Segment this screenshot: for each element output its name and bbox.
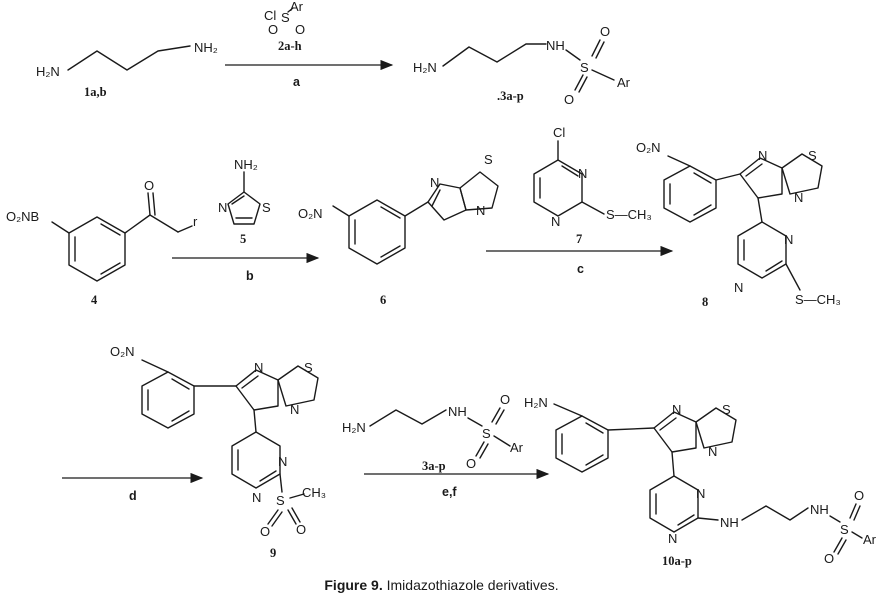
atom-label: Cl	[264, 8, 276, 23]
compound-label-2: 2a-h	[278, 39, 302, 53]
atom-label: Ar	[617, 75, 631, 90]
atom-label: H₂N	[413, 60, 437, 75]
atom-label: S	[276, 493, 285, 508]
compound-label-3: .3a-p	[497, 89, 524, 103]
atom-label: H₂N	[36, 64, 60, 79]
atom-label: H₂N	[524, 395, 548, 410]
compound-4-structure: O₂NB O r 4	[6, 178, 198, 307]
atom-label: NH	[546, 38, 565, 53]
compound-5-structure: NH₂ N S 5	[218, 157, 271, 246]
atom-label: NH₂	[234, 157, 258, 172]
reaction-arrow-b: b	[172, 252, 320, 283]
atom-label: NH	[720, 515, 739, 530]
atom-label: O	[466, 456, 476, 471]
atom-label: S	[808, 148, 817, 163]
atom-label: O	[824, 551, 834, 566]
compound-label-8: 8	[702, 295, 708, 309]
compound-8-structure: O₂N N N S N N S—CH₃ 8	[636, 140, 841, 309]
compound-label-9: 9	[270, 546, 276, 560]
atom-label: N	[278, 454, 287, 469]
atom-label: Ar	[510, 440, 524, 455]
compound-3-reagent-structure: H₂N NH S O O Ar 3a-p	[342, 392, 524, 473]
reaction-arrow-d: d	[62, 472, 204, 503]
atom-label: S	[840, 522, 849, 537]
atom-label: CH₃	[302, 485, 326, 500]
atom-label: S	[484, 152, 493, 167]
atom-label: O₂N	[110, 344, 135, 359]
atom-label: N	[551, 214, 560, 229]
atom-label: O	[268, 22, 278, 37]
figure-number: Figure 9.	[324, 577, 383, 593]
atom-label: O	[144, 178, 154, 193]
atom-label: N	[672, 402, 681, 417]
compound-10-structure: H₂N N N S N N NH NH S O O Ar 10a-p	[524, 395, 877, 568]
atom-label: Cl	[553, 125, 565, 140]
atom-label: N	[794, 190, 803, 205]
compound-label-7: 7	[576, 232, 582, 246]
atom-label: S	[482, 426, 491, 441]
reaction-arrow-c: c	[486, 245, 674, 276]
atom-label: N	[430, 175, 439, 190]
atom-label: O	[260, 524, 270, 539]
compound-label-10: 10a-p	[662, 554, 692, 568]
compound-2-structure: Cl S Ar O O 2a-h	[264, 0, 305, 53]
atom-label: S—CH₃	[606, 207, 652, 222]
figure-title: Imidazothiazole derivatives.	[386, 577, 559, 593]
atom-label: N	[252, 490, 261, 505]
atom-label: S—CH₃	[795, 292, 841, 307]
compound-label-1: 1a,b	[84, 85, 107, 99]
compound-9-structure: O₂N N N S N N S CH₃ O O 9	[110, 344, 326, 560]
atom-label: N	[578, 166, 587, 181]
step-label-a: a	[293, 75, 301, 89]
atom-label: N	[290, 402, 299, 417]
compound-1-structure: H₂N NH₂ 1a,b	[36, 40, 218, 99]
atom-label: r	[193, 214, 198, 229]
atom-label: O	[854, 488, 864, 503]
step-label-b: b	[246, 269, 254, 283]
atom-label: N	[784, 232, 793, 247]
compound-label-3-reagent: 3a-p	[422, 459, 446, 473]
atom-label: NH	[448, 404, 467, 419]
atom-label: N	[734, 280, 743, 295]
compound-6-structure: O₂N N N S 6	[298, 152, 499, 307]
reaction-arrow-a: a	[225, 59, 394, 89]
step-label-ef: e,f	[442, 485, 457, 499]
compound-label-6: 6	[380, 293, 386, 307]
compound-7-structure: Cl N N S—CH₃ 7	[533, 125, 652, 246]
atom-label: S	[722, 402, 731, 417]
atom-label: H₂N	[342, 420, 366, 435]
atom-label: NH	[810, 502, 829, 517]
atom-label: O	[600, 24, 610, 39]
reaction-arrow-ef: e,f	[364, 468, 550, 499]
atom-label: N	[254, 360, 263, 375]
atom-label: N	[696, 486, 705, 501]
atom-label: NH₂	[194, 40, 218, 55]
atom-label: N	[476, 203, 485, 218]
atom-label: O	[296, 522, 306, 537]
atom-label: N	[668, 531, 677, 546]
compound-label-4: 4	[91, 293, 98, 307]
atom-label: Ar	[863, 532, 877, 547]
compound-label-5: 5	[240, 232, 246, 246]
compound-3-structure: H₂N NH S O O Ar .3a-p	[413, 24, 631, 107]
atom-label: S	[262, 200, 271, 215]
atom-label: O₂N	[636, 140, 661, 155]
atom-label: O	[500, 392, 510, 407]
atom-label: Ar	[290, 0, 304, 14]
atom-label: N	[708, 444, 717, 459]
atom-label: O₂N	[298, 206, 323, 221]
atom-label: N	[218, 200, 227, 215]
atom-label: S	[281, 10, 290, 25]
atom-label: O₂NB	[6, 209, 39, 224]
atom-label: S	[580, 60, 589, 75]
figure-caption: Figure 9. Imidazothiazole derivatives.	[0, 577, 883, 593]
atom-label: O	[564, 92, 574, 107]
step-label-c: c	[577, 262, 584, 276]
atom-label: N	[758, 148, 767, 163]
step-label-d: d	[129, 489, 137, 503]
atom-label: S	[304, 360, 313, 375]
atom-label: O	[295, 22, 305, 37]
